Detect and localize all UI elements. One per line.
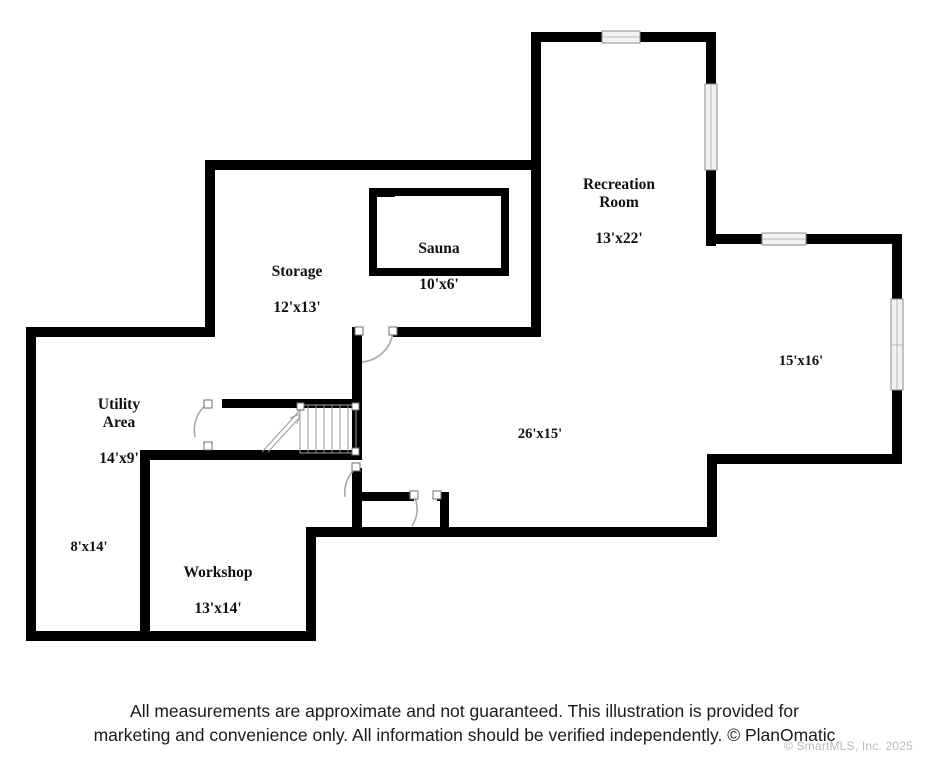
window-right-wing-side-icon: [890, 298, 904, 391]
wall-right-connector: [707, 454, 717, 537]
stair-newel-a: [296, 402, 305, 411]
door-storage-jamb-b: [388, 326, 398, 336]
room-label-recreation-room: Recreation Room 13'x22': [549, 158, 689, 248]
door-storage-arc: [361, 330, 394, 363]
wall-mid-vertical: [352, 327, 362, 460]
room-label-workshop: Workshop 13'x14': [148, 546, 288, 618]
room-dimensions-recreation-room: 13'x22': [595, 229, 643, 247]
room-name-storage: Storage: [271, 262, 323, 280]
walls-group: [26, 32, 902, 641]
stair-newel-c: [351, 447, 360, 456]
wall-workshop-door-jamb: [352, 468, 362, 530]
dimension-label-right-area: 15'x16': [778, 353, 824, 369]
door-utility-arc: [193, 403, 208, 438]
room-dimensions-workshop: 13'x14': [194, 599, 242, 617]
stair-direction-arrow: [261, 407, 303, 453]
wall-rec-right-lower: [706, 170, 716, 246]
door-workshop-jamb-a: [351, 462, 361, 472]
wall-outer-bottom-left: [26, 631, 316, 641]
room-label-sauna: Sauna 10'x6': [379, 222, 499, 294]
door-utility-jamb-a: [203, 399, 213, 409]
room-dimensions-storage: 12'x13': [273, 298, 321, 316]
room-name-sauna: Sauna: [418, 239, 460, 257]
wall-storage-right: [531, 160, 541, 336]
wall-storage-left: [205, 160, 215, 336]
room-label-utility-area: Utility Area 14'x9': [59, 378, 179, 468]
door-utility-jamb-b: [203, 441, 213, 451]
wall-bottom-center: [306, 527, 717, 537]
wall-utility-top: [26, 327, 215, 337]
wall-rec-top-left: [531, 32, 604, 42]
wall-outer-left: [26, 327, 36, 641]
disclaimer-line-2: marketing and convenience only. All info…: [93, 724, 836, 745]
wall-right-bottom: [707, 454, 902, 464]
dimension-label-left-area: 8'x14': [70, 539, 108, 555]
wall-rec-top-right: [639, 32, 716, 42]
window-top-icon: [601, 30, 641, 44]
wall-right-top-right: [806, 234, 902, 244]
dimension-label-center-area: 26'x15': [517, 426, 563, 442]
mls-watermark: © SmartMLS, Inc. 2025: [783, 739, 913, 753]
room-name-utility-area: Utility Area: [97, 395, 141, 431]
window-right-wing-top-icon: [761, 232, 807, 246]
floor-plan-drawing: [26, 30, 904, 641]
wall-rec-left: [531, 32, 541, 168]
room-dimensions-utility-area: 14'x9': [99, 449, 139, 467]
window-recreation-right-icon: [704, 83, 718, 171]
staircase: [261, 402, 360, 456]
wall-closet-right: [440, 492, 449, 532]
door-storage-jamb-a: [354, 326, 364, 336]
room-name-workshop: Workshop: [183, 563, 253, 581]
room-label-storage: Storage 12'x13': [232, 245, 362, 317]
door-closet-jamb-a: [409, 490, 419, 500]
door-closet-jamb-b: [432, 490, 442, 500]
room-dimensions-sauna: 10'x6': [419, 275, 459, 293]
wall-right-top-left: [706, 234, 762, 244]
wall-stair-top: [222, 399, 362, 408]
wall-storage-top: [205, 160, 541, 170]
room-name-recreation-room: Recreation Room: [582, 175, 656, 211]
wall-right-outer-upper: [892, 234, 902, 300]
wall-closet-top: [362, 492, 414, 501]
wall-workshop-left: [140, 450, 150, 641]
wall-storage-bottom: [393, 327, 541, 337]
stair-newel-b: [351, 402, 360, 411]
wall-rec-right-upper: [706, 32, 716, 84]
sauna-enclosure: [369, 188, 509, 276]
wall-stair-bottom: [150, 450, 362, 460]
disclaimer-text: All measurements are approximate and not…: [0, 700, 929, 747]
windows-group: [601, 30, 904, 391]
disclaimer-line-1: All measurements are approximate and not…: [130, 701, 799, 721]
doors-group: [193, 326, 442, 527]
wall-bottom-step: [306, 527, 316, 641]
wall-right-outer-lower: [892, 389, 902, 464]
